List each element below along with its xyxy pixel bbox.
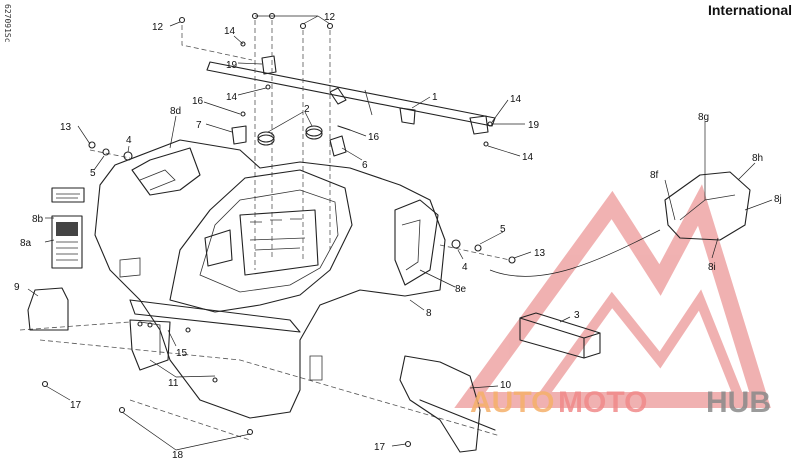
alignment-lines (19, 20, 511, 441)
callout-8: 8 (426, 308, 432, 319)
callout-19-b: 19 (528, 120, 540, 131)
region-label: International (707, 2, 792, 18)
callout-8b: 8b (32, 214, 44, 225)
callout-13-right: 13 (534, 248, 546, 259)
callout-numbers: 1 2 3 4 4 5 5 6 7 8 8a 8b 8d 8e 8f 8g 8h… (14, 12, 782, 461)
decal-labels (51, 187, 85, 269)
callout-1: 1 (432, 92, 438, 103)
callout-8a: 8a (20, 238, 32, 249)
callout-9: 9 (14, 282, 20, 293)
side-panels (27, 287, 496, 453)
callout-4-right: 4 (462, 262, 468, 273)
callout-8h: 8h (752, 153, 763, 164)
watermark-text: AUTO MOTO HUB (470, 386, 771, 419)
callout-5-right: 5 (500, 224, 506, 235)
watermark-hub: HUB (706, 386, 771, 419)
callout-6: 6 (362, 160, 368, 171)
fastener-bolts (178, 12, 493, 147)
callout-12-left: 12 (152, 22, 164, 33)
callout-19-a: 19 (226, 60, 238, 71)
callout-8e: 8e (455, 284, 467, 295)
callout-11: 11 (168, 378, 179, 389)
grommets (257, 125, 323, 146)
body-panel (94, 139, 446, 419)
callout-16-a: 16 (192, 96, 204, 107)
callout-18: 18 (172, 450, 184, 461)
deflector (129, 319, 171, 371)
callout-16-b: 16 (368, 132, 380, 143)
callout-14-b: 14 (226, 92, 238, 103)
callout-13-left: 13 (60, 122, 72, 133)
storage-box (519, 312, 601, 359)
lower-fasteners (41, 321, 412, 448)
callout-3: 3 (574, 310, 580, 321)
callout-17-left: 17 (70, 400, 82, 411)
watermark-auto: AUTO (470, 386, 554, 419)
callout-15: 15 (176, 348, 188, 359)
callout-4-left: 4 (126, 135, 132, 146)
callout-12-top: 12 (324, 12, 336, 23)
watermark-logo (454, 184, 771, 408)
brackets (231, 125, 351, 157)
callout-8d: 8d (170, 106, 181, 117)
callout-14-a: 14 (224, 26, 236, 37)
side-fasteners (88, 141, 516, 264)
callout-8i: 8i (708, 262, 716, 273)
callout-8g: 8g (698, 112, 709, 123)
drawing-code: 627091Sc (3, 4, 12, 43)
callout-8j: 8j (774, 194, 782, 205)
callout-2: 2 (304, 104, 310, 115)
watermark-moto: MOTO (558, 386, 647, 419)
rear-rack-bar (206, 55, 496, 135)
callout-leaders (27, 15, 773, 451)
callout-14-c: 14 (510, 94, 522, 105)
callout-17-right: 17 (374, 442, 386, 453)
callout-10: 10 (500, 380, 512, 391)
callout-14-d: 14 (522, 152, 534, 163)
callout-8f: 8f (650, 170, 659, 181)
callout-7: 7 (196, 120, 202, 131)
callout-5-left: 5 (90, 168, 96, 179)
